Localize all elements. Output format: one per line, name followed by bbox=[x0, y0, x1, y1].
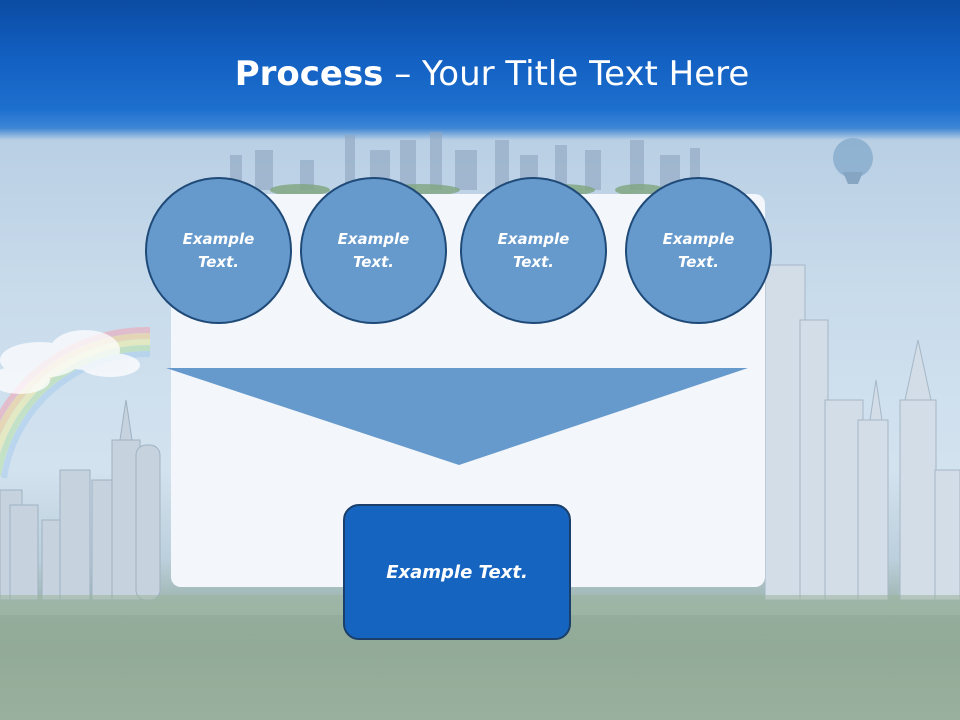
right-skyline bbox=[764, 264, 960, 601]
result-text: Example Text. bbox=[386, 561, 528, 583]
distant-skyline bbox=[230, 132, 700, 190]
circle-1-line1: Example bbox=[182, 229, 255, 248]
process-step-circle-4[interactable]: Example Text. bbox=[625, 177, 772, 324]
title-rest: – Your Title Text Here bbox=[383, 54, 750, 94]
title-band bbox=[0, 0, 960, 128]
circle-2-line2: Text. bbox=[352, 252, 394, 271]
funnel-triangle[interactable] bbox=[166, 367, 750, 467]
circle-3-line1: Example bbox=[497, 229, 570, 248]
grass-ground bbox=[0, 595, 960, 720]
circle-3-text: Example Text. bbox=[484, 228, 584, 274]
circle-1-text: Example Text. bbox=[169, 228, 269, 274]
circle-4-line2: Text. bbox=[677, 252, 719, 271]
hot-air-balloon-icon bbox=[833, 138, 873, 184]
title-bold-word: Process bbox=[234, 54, 384, 94]
circle-2-text: Example Text. bbox=[324, 228, 424, 274]
circle-4-text: Example Text. bbox=[649, 228, 749, 274]
circle-3-line2: Text. bbox=[512, 252, 554, 271]
circle-4-line1: Example bbox=[662, 229, 735, 248]
slide-title: Process – Your Title Text Here bbox=[0, 50, 960, 98]
left-skyline bbox=[0, 399, 161, 601]
circle-2-line1: Example bbox=[337, 229, 410, 248]
clouds-left bbox=[0, 330, 140, 394]
process-step-circle-3[interactable]: Example Text. bbox=[460, 177, 607, 324]
process-step-circle-1[interactable]: Example Text. bbox=[145, 177, 292, 324]
process-step-circle-2[interactable]: Example Text. bbox=[300, 177, 447, 324]
result-box[interactable]: Example Text. bbox=[343, 504, 571, 640]
circle-1-line2: Text. bbox=[197, 252, 239, 271]
